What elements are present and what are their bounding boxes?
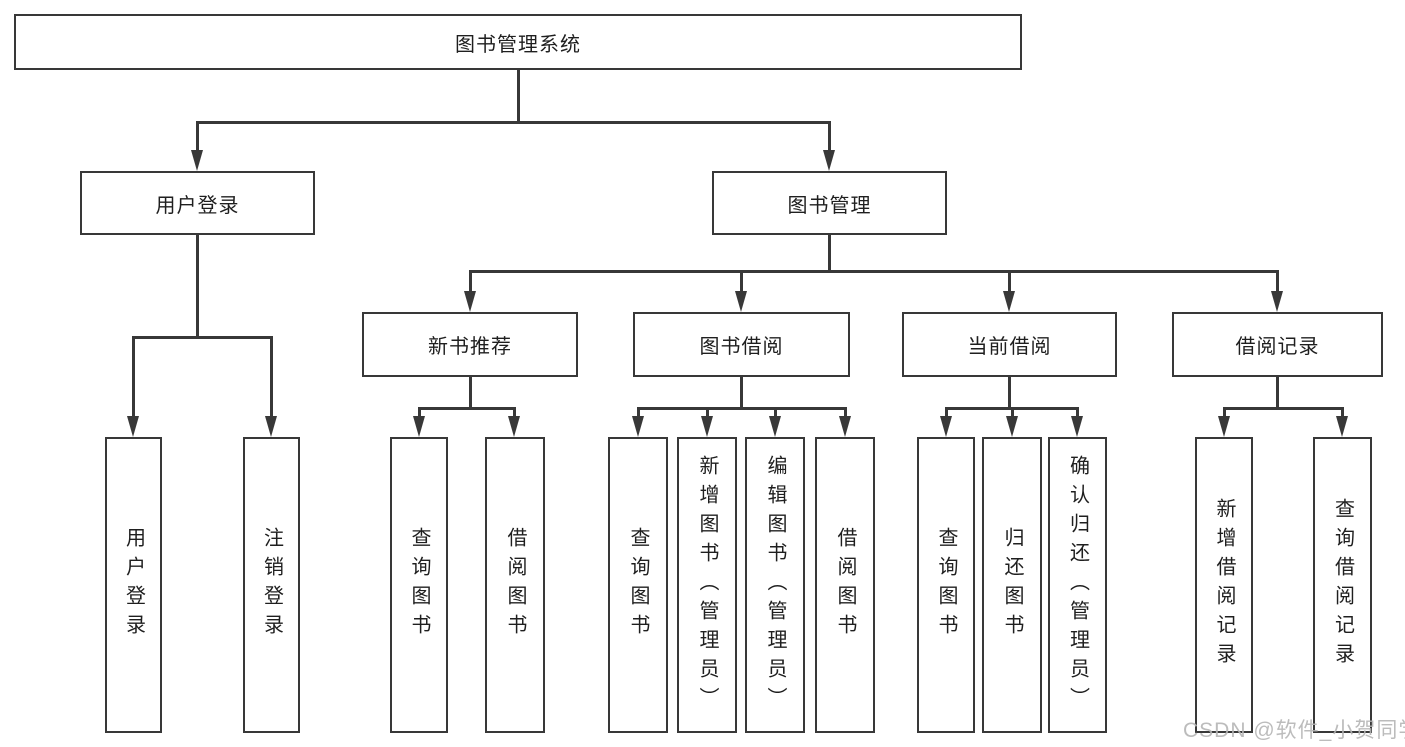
leaf-edit-book-admin-label: 编辑图书（管理员） <box>764 454 786 716</box>
node-library-system-label: 图书管理系统 <box>455 33 581 56</box>
leaf-return-books-label: 归还图书 <box>1001 527 1023 643</box>
connector-line <box>740 377 743 409</box>
arrowhead-icon <box>1218 416 1230 437</box>
node-user-login-label: 用户登录 <box>155 194 240 217</box>
arrowhead-icon <box>839 416 851 437</box>
leaf-user-login: 用户登录 <box>105 437 162 733</box>
arrowhead-icon <box>413 416 425 437</box>
arrowhead-icon <box>464 291 476 312</box>
connector-line <box>132 336 135 417</box>
leaf-add-borrow-record-label: 新增借阅记录 <box>1213 498 1235 672</box>
leaf-query-books-recommend-label: 查询图书 <box>408 527 430 643</box>
leaf-query-books-current: 查询图书 <box>917 437 975 733</box>
arrowhead-icon <box>1336 416 1348 437</box>
connector-line <box>945 407 948 419</box>
connector-line <box>1008 377 1011 409</box>
connector-line <box>637 407 640 419</box>
arrowhead-icon <box>735 291 747 312</box>
arrowhead-icon <box>769 416 781 437</box>
arrowhead-icon <box>1006 416 1018 437</box>
watermark: CSDN @软件_小贺同学 <box>1183 719 1405 742</box>
arrowhead-icon <box>508 416 520 437</box>
leaf-return-books: 归还图书 <box>982 437 1042 733</box>
connector-line <box>1276 270 1279 292</box>
leaf-logout: 注销登录 <box>243 437 300 733</box>
connector-line <box>196 121 199 151</box>
connector-line <box>469 377 472 409</box>
arrowhead-icon <box>191 150 203 171</box>
connector-line <box>132 336 273 339</box>
leaf-borrow-books-recommend-label: 借阅图书 <box>504 527 526 643</box>
leaf-add-book-admin: 新增图书（管理员） <box>677 437 737 733</box>
connector-line <box>706 407 709 419</box>
leaf-query-books-borrowing: 查询图书 <box>608 437 668 733</box>
connector-line <box>1011 407 1014 419</box>
connector-line <box>740 270 743 292</box>
node-library-system: 图书管理系统 <box>14 14 1022 70</box>
node-user-login: 用户登录 <box>80 171 315 235</box>
leaf-query-borrow-record: 查询借阅记录 <box>1313 437 1372 733</box>
node-current-borrowing: 当前借阅 <box>902 312 1117 377</box>
leaf-confirm-return-admin-label: 确认归还（管理员） <box>1066 454 1089 716</box>
arrowhead-icon <box>823 150 835 171</box>
connector-line <box>1008 270 1011 292</box>
leaf-query-borrow-record-label: 查询借阅记录 <box>1331 498 1354 672</box>
leaf-user-login-label: 用户登录 <box>122 527 145 643</box>
leaf-add-book-admin-label: 新增图书（管理员） <box>696 454 718 716</box>
connector-line <box>844 407 847 419</box>
connector-line <box>517 70 520 123</box>
leaf-borrow-books-recommend: 借阅图书 <box>485 437 545 733</box>
arrowhead-icon <box>265 416 277 437</box>
node-borrowing-records-label: 借阅记录 <box>1235 336 1320 358</box>
connector-line <box>418 407 421 419</box>
leaf-query-books-borrowing-label: 查询图书 <box>627 527 649 643</box>
connector-line <box>1341 407 1344 419</box>
leaf-query-books-recommend: 查询图书 <box>390 437 448 733</box>
arrowhead-icon <box>1071 416 1083 437</box>
arrowhead-icon <box>1271 291 1283 312</box>
connector-line <box>418 407 516 410</box>
connector-line <box>828 121 831 151</box>
connector-line <box>469 270 1279 273</box>
arrowhead-icon <box>632 416 644 437</box>
leaf-borrow-books-borrowing: 借阅图书 <box>815 437 875 733</box>
connector-line <box>196 121 831 124</box>
connector-line <box>270 336 273 417</box>
node-current-borrowing-label: 当前借阅 <box>967 336 1052 358</box>
leaf-confirm-return-admin: 确认归还（管理员） <box>1048 437 1107 733</box>
node-book-borrowing: 图书借阅 <box>633 312 850 377</box>
connector-line <box>828 235 831 273</box>
connector-line <box>469 270 472 292</box>
node-new-book-recommend-label: 新书推荐 <box>428 336 512 358</box>
connector-line <box>637 407 846 410</box>
node-book-borrowing-label: 图书借阅 <box>699 336 784 358</box>
connector-line <box>774 407 777 419</box>
leaf-edit-book-admin: 编辑图书（管理员） <box>745 437 805 733</box>
leaf-logout-label: 注销登录 <box>260 527 283 643</box>
node-borrowing-records: 借阅记录 <box>1172 312 1383 377</box>
connector-line <box>1223 407 1343 410</box>
node-new-book-recommend: 新书推荐 <box>362 312 578 377</box>
arrowhead-icon <box>940 416 952 437</box>
node-book-management: 图书管理 <box>712 171 947 235</box>
connector-line <box>1223 407 1226 419</box>
connector-line <box>1076 407 1079 419</box>
arrowhead-icon <box>1003 291 1015 312</box>
arrowhead-icon <box>701 416 713 437</box>
node-book-management-label: 图书管理 <box>787 194 872 217</box>
connector-line <box>513 407 516 419</box>
leaf-borrow-books-borrowing-label: 借阅图书 <box>834 527 856 643</box>
connector-line <box>1276 377 1279 409</box>
connector-line <box>196 235 199 338</box>
leaf-query-books-current-label: 查询图书 <box>935 527 957 643</box>
arrowhead-icon <box>127 416 139 437</box>
leaf-add-borrow-record: 新增借阅记录 <box>1195 437 1253 733</box>
